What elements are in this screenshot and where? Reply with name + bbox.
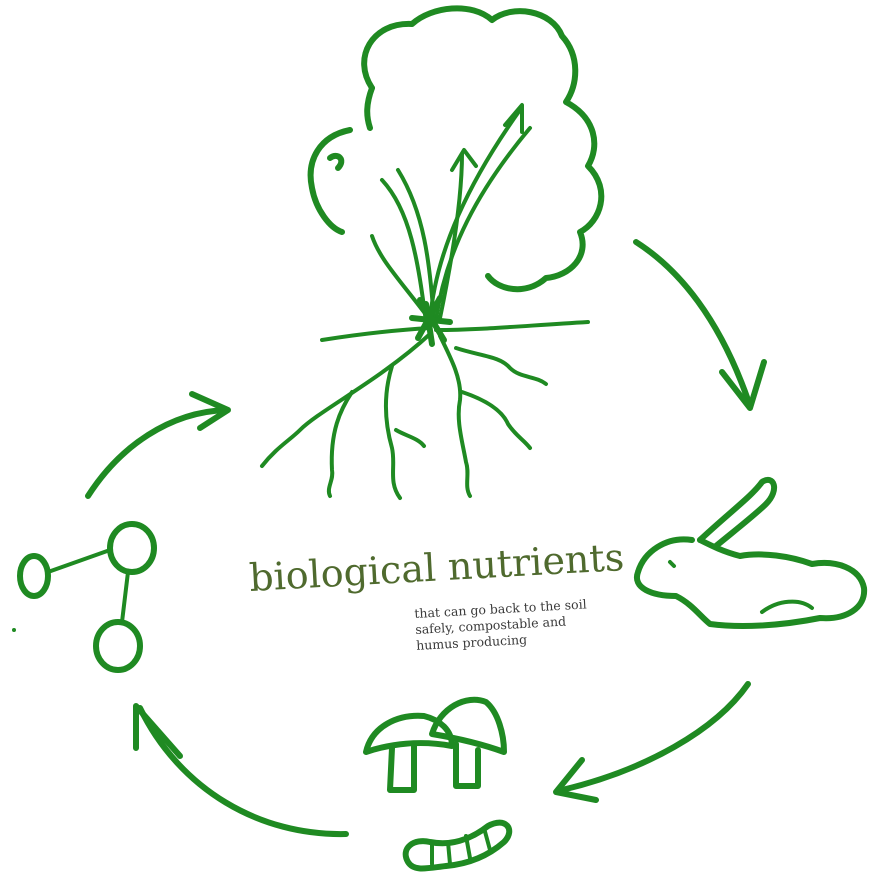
- molecule-icon: [20, 524, 154, 670]
- arrow-molecule-to-tree-icon: [88, 394, 228, 496]
- tree-icon: [262, 8, 601, 498]
- arrow-rabbit-to-fungi-icon: [556, 684, 748, 800]
- arrow-fungi-to-molecule-icon: [136, 706, 346, 834]
- ink-dot: [12, 628, 16, 632]
- rabbit-icon: [637, 480, 864, 626]
- mushroom-icon: [366, 700, 504, 790]
- worm-icon: [406, 823, 510, 869]
- arrow-tree-to-rabbit-icon: [636, 242, 764, 408]
